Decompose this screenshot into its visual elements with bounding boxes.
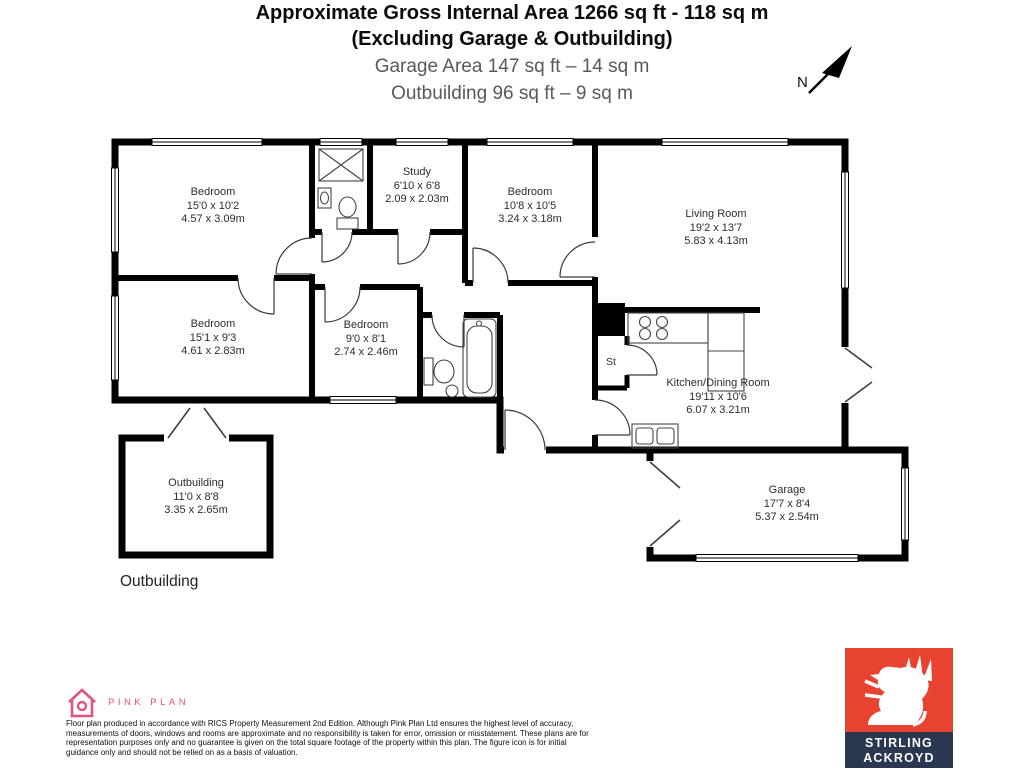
room-label-living-room: Living Room 19'2 x 13'7 5.83 x 4.13m bbox=[684, 208, 748, 249]
room-dims-imperial: 15'1 x 9'3 bbox=[189, 331, 237, 344]
kitchen-fixtures bbox=[627, 312, 745, 449]
room-name: Bedroom bbox=[507, 185, 553, 198]
agent-logo-red-panel bbox=[845, 648, 953, 732]
header-garage-area: Garage Area 147 sq ft – 14 sq m bbox=[374, 56, 650, 77]
north-label: N bbox=[797, 74, 808, 91]
agent-name-line1: STIRLING bbox=[865, 736, 933, 750]
room-dims-metric: 2.74 x 2.46m bbox=[334, 345, 398, 358]
north-arrow-icon bbox=[808, 46, 852, 94]
room-label-garage: Garage 17'7 x 8'4 5.37 x 2.54m bbox=[755, 484, 819, 525]
room-label-outbuilding: Outbuilding 11'0 x 8'8 3.35 x 2.65m bbox=[164, 477, 228, 518]
room-dims-imperial: 11'0 x 8'8 bbox=[173, 490, 219, 503]
room-name: Garage bbox=[768, 483, 806, 496]
room-dims-metric: 6.07 x 3.21m bbox=[686, 403, 750, 416]
room-dims-imperial: 10'8 x 10'5 bbox=[503, 199, 557, 212]
room-name: Bedroom bbox=[343, 318, 389, 331]
agent-logo: STIRLING ACKROYD bbox=[845, 648, 953, 768]
room-name: Kitchen/Dining Room bbox=[666, 376, 770, 389]
room-dims-metric: 5.83 x 4.13m bbox=[684, 234, 748, 247]
pink-plan-brand-name: PINK PLAN bbox=[108, 697, 190, 708]
room-label-bedroom-middle: Bedroom 10'8 x 10'5 3.24 x 3.18m bbox=[498, 186, 562, 227]
room-dims-imperial: 19'2 x 13'7 bbox=[689, 221, 743, 234]
room-dims-imperial: 15'0 x 10'2 bbox=[186, 199, 240, 212]
header-area-line1: Approximate Gross Internal Area 1266 sq … bbox=[255, 2, 769, 24]
room-dims-metric: 4.61 x 2.83m bbox=[181, 344, 245, 357]
room-name: Living Room bbox=[685, 207, 747, 220]
garage-door-leaves bbox=[649, 461, 681, 547]
doors bbox=[167, 231, 873, 547]
interior-walls bbox=[115, 142, 760, 450]
header-outbuilding-area: Outbuilding 96 sq ft – 9 sq m bbox=[391, 83, 633, 104]
french-door-leaves bbox=[844, 347, 873, 403]
room-dims-metric: 2.09 x 2.03m bbox=[385, 192, 449, 205]
room-label-kitchen-dining: Kitchen/Dining Room 19'11 x 10'6 6.07 x … bbox=[666, 377, 769, 418]
agent-name-line2: ACKROYD bbox=[863, 751, 935, 765]
room-name: Bedroom bbox=[190, 185, 236, 198]
windows bbox=[111, 138, 909, 562]
room-dims-metric: 4.57 x 3.09m bbox=[181, 212, 245, 225]
room-name: Outbuilding bbox=[168, 476, 224, 489]
room-label-bedroom-rear: Bedroom 15'1 x 9'3 4.61 x 2.83m bbox=[181, 318, 245, 359]
exterior-walls bbox=[111, 138, 909, 562]
door-openings bbox=[164, 347, 850, 547]
room-dims-imperial: 6'10 x 6'8 bbox=[393, 179, 441, 192]
disclaimer-text: Floor plan produced in accordance with R… bbox=[66, 719, 589, 757]
header-area-line2: (Excluding Garage & Outbuilding) bbox=[351, 28, 673, 50]
room-dims-metric: 5.37 x 2.54m bbox=[755, 510, 819, 523]
outbuilding-caption: Outbuilding bbox=[120, 573, 199, 590]
room-dims-imperial: 19'11 x 10'6 bbox=[689, 390, 747, 403]
room-dims-imperial: 17'7 x 8'4 bbox=[763, 497, 811, 510]
room-label-bedroom-small: Bedroom 9'0 x 8'1 2.74 x 2.46m bbox=[334, 319, 398, 360]
pink-plan-logo-icon bbox=[64, 686, 100, 725]
room-name: Study bbox=[402, 165, 432, 178]
room-label-study: Study 6'10 x 6'8 2.09 x 2.03m bbox=[385, 166, 449, 207]
griffin-logo-icon bbox=[864, 655, 932, 727]
chimney-breast bbox=[592, 303, 625, 336]
bathroom-fixtures bbox=[317, 148, 497, 398]
room-dims-metric: 3.35 x 2.65m bbox=[164, 503, 228, 516]
room-dims-imperial: 9'0 x 8'1 bbox=[345, 332, 387, 345]
room-label-bedroom-front: Bedroom 15'0 x 10'2 4.57 x 3.09m bbox=[181, 186, 245, 227]
room-name: Bedroom bbox=[190, 317, 236, 330]
outbuilding-door-leaves bbox=[167, 407, 227, 439]
storage-label: St bbox=[606, 356, 616, 368]
room-dims-metric: 3.24 x 3.18m bbox=[498, 212, 562, 225]
storage-closet-walls bbox=[595, 336, 630, 391]
agent-name-band: STIRLING ACKROYD bbox=[845, 732, 953, 768]
